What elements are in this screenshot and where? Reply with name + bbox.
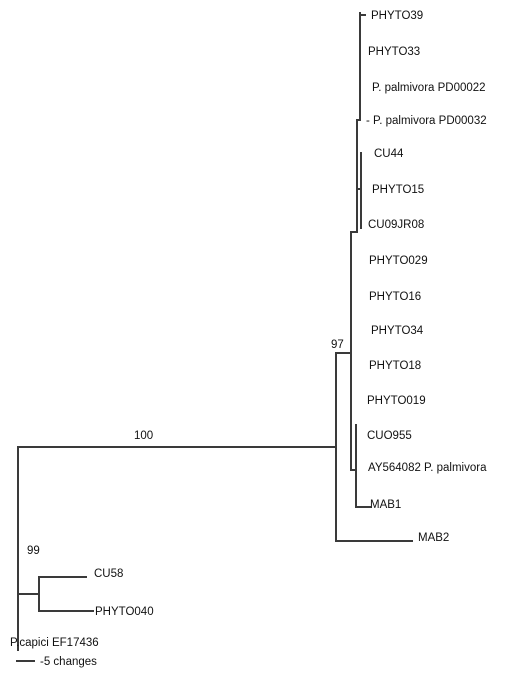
leaf-mab2: MAB2: [418, 532, 449, 544]
leaf-phyto040: PHYTO040: [95, 606, 154, 618]
leaf-cu58: CU58: [94, 568, 123, 580]
leaf-pcapici: P.capici EF17436: [10, 637, 99, 649]
leaf-ay564082: AY564082 P. palmivora: [368, 462, 487, 474]
support-value-root-branch: 100: [134, 430, 153, 442]
leaf-phyto019: PHYTO019: [367, 395, 426, 407]
support-value-palmivora-clade: 97: [331, 339, 344, 351]
leaf-pd00022: P. palmivora PD00022: [372, 82, 486, 94]
scale-bar-label: -5 changes: [40, 656, 97, 668]
support-value-capici-clade: 99: [27, 545, 40, 557]
leaf-cu44: CU44: [374, 148, 404, 160]
leaf-phyto15: PHYTO15: [372, 184, 424, 196]
leaf-mab1: MAB1: [370, 499, 401, 511]
leaf-phyto34: PHYTO34: [371, 325, 424, 337]
leaf-pd00032: - P. palmivora PD00032: [366, 115, 487, 127]
leaf-phyto029: PHYTO029: [369, 255, 428, 267]
leaf-cuo955: CUO955: [367, 430, 412, 442]
leaf-cu09jr08: CU09JR08: [368, 219, 424, 231]
leaf-phyto33: PHYTO33: [368, 46, 420, 58]
leaf-phyto18: PHYTO18: [369, 360, 421, 372]
leaf-phyto39: PHYTO39: [371, 10, 423, 22]
leaf-phyto16: PHYTO16: [369, 291, 421, 303]
